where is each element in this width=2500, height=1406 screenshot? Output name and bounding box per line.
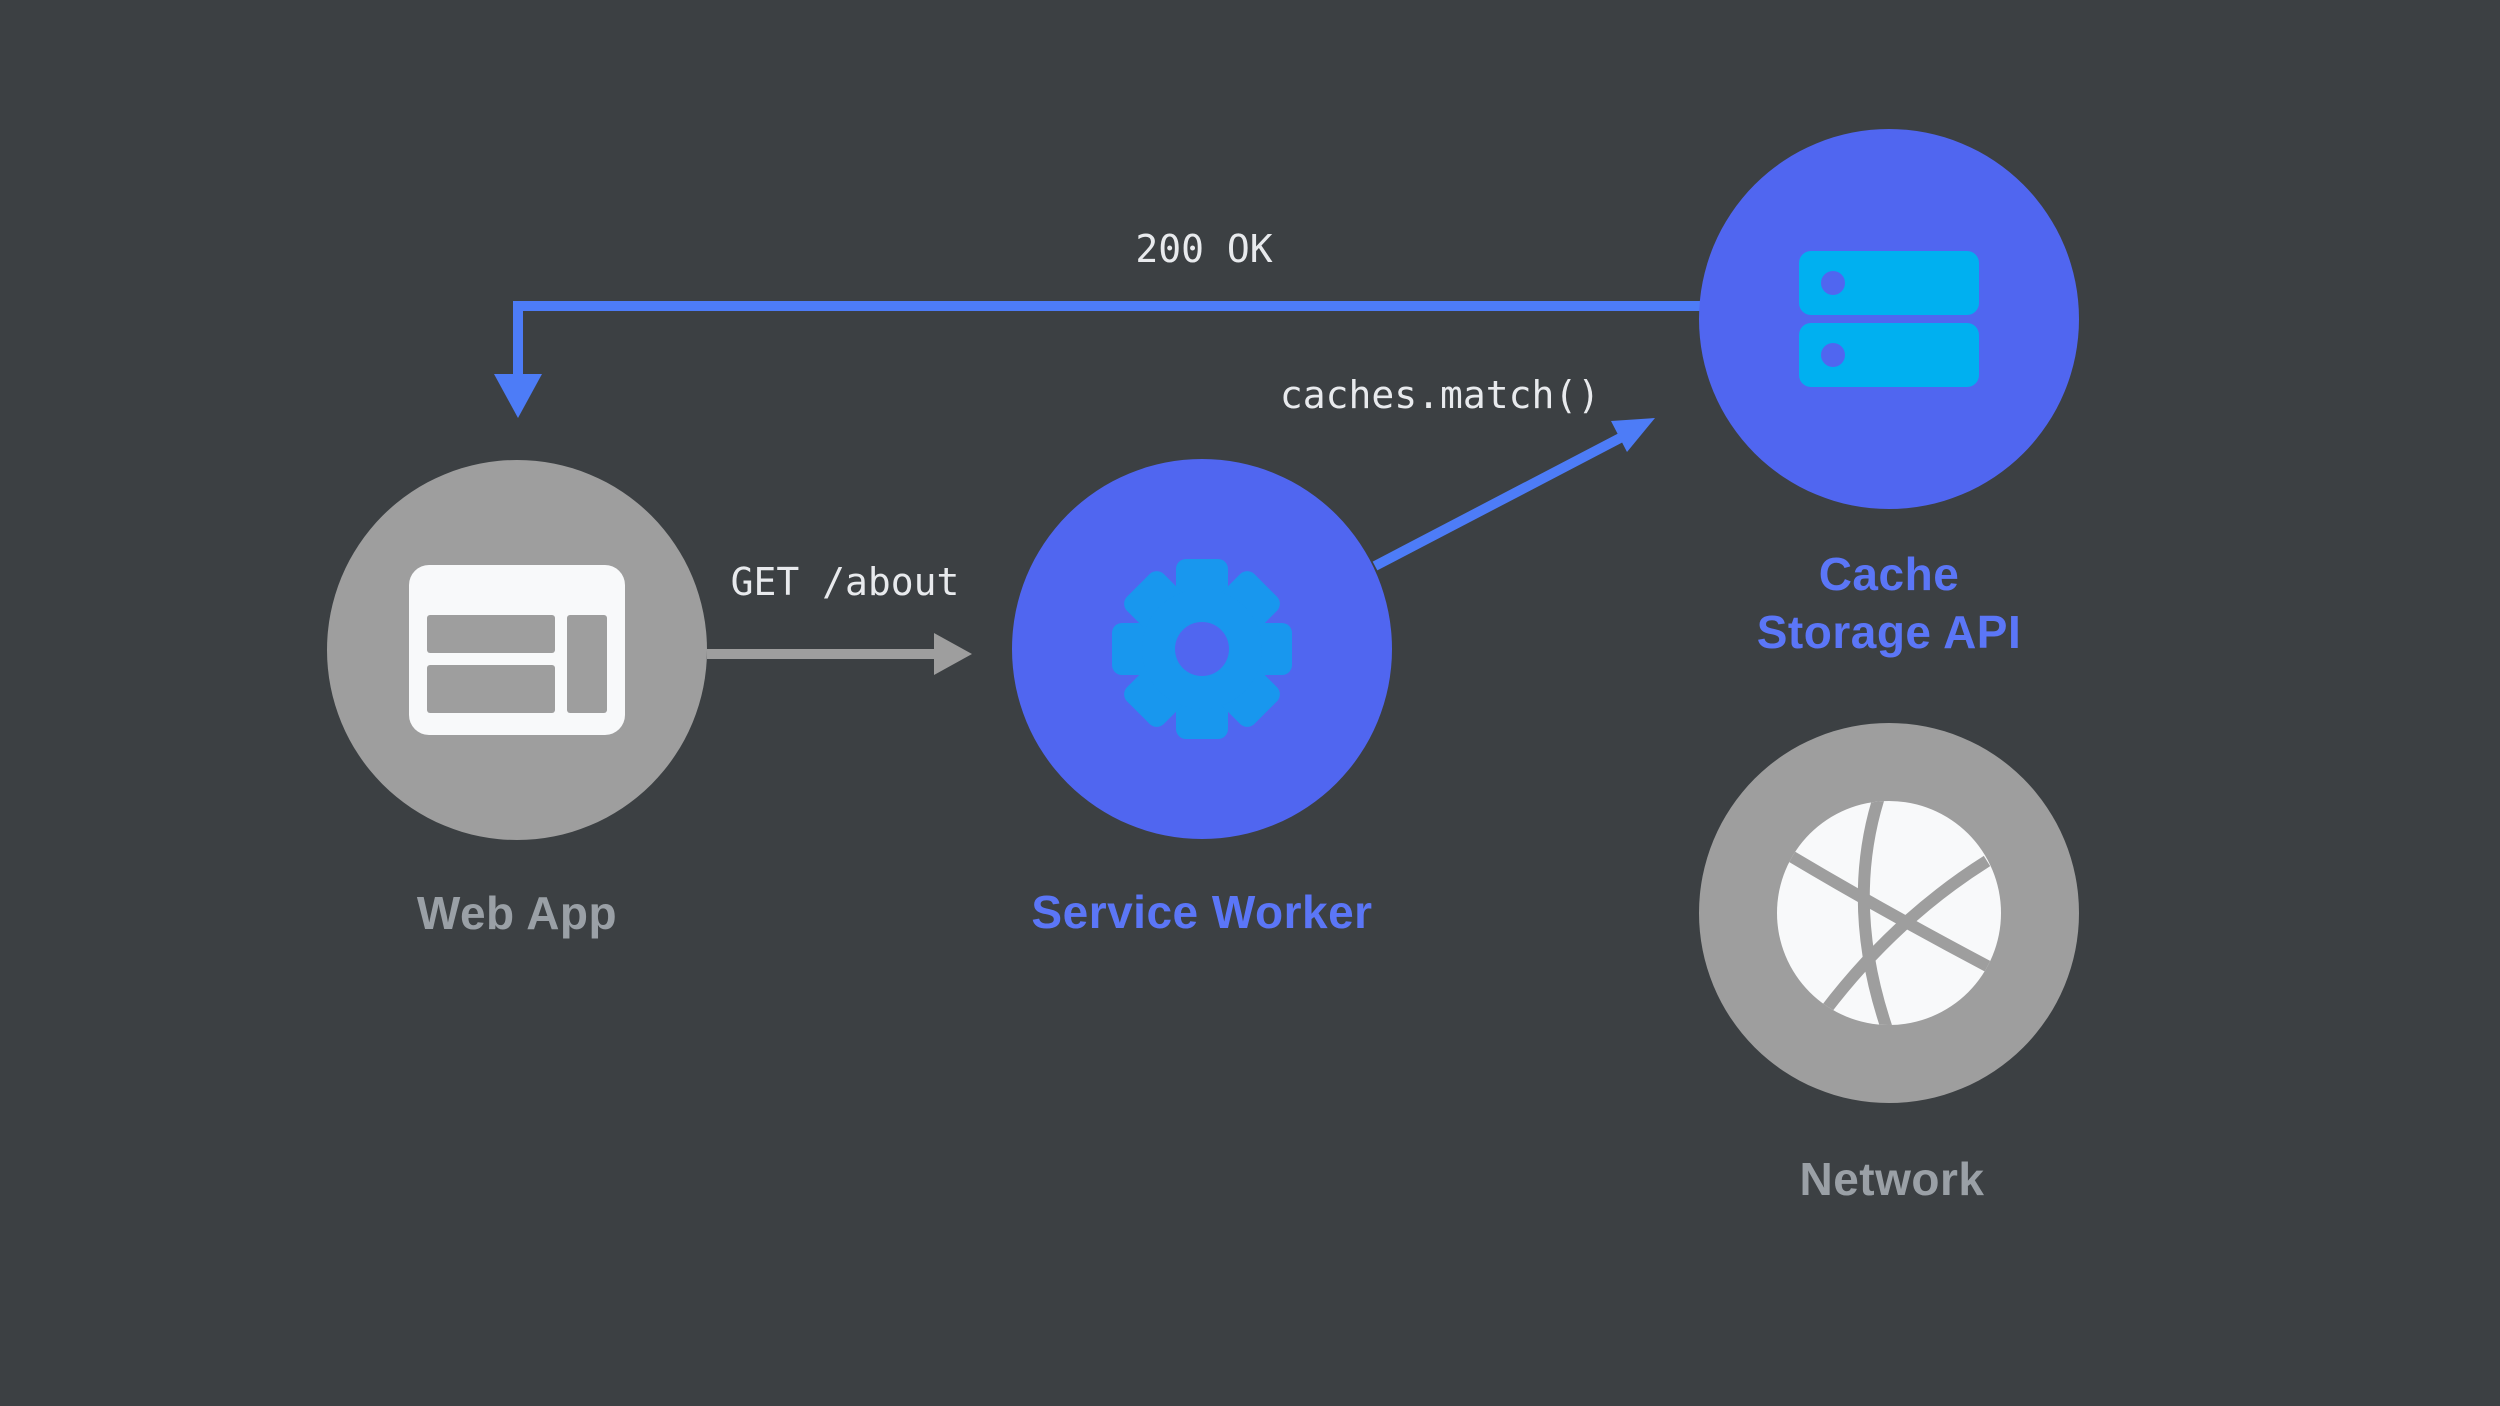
web-app-node [327,460,707,840]
cache-storage-label-line2: Storage API [1756,605,2022,658]
response-label: 200 OK [1135,227,1273,271]
cache-lookup-label: caches.match() [1279,373,1601,417]
cache-storage-icon [1799,251,1979,387]
cache-storage-label-line1: Cache [1818,548,1960,600]
gear-icon [1112,559,1292,739]
cache-lookup-arrow [1372,418,1655,571]
cache-storage-node [1699,129,2079,509]
request-label: GET /about [730,560,960,604]
browser-icon [409,565,625,735]
service-worker-node [1012,459,1392,839]
response-arrow [494,301,1705,418]
network-label: Network [1799,1153,1985,1205]
network-node [1699,723,2079,1103]
cache-storage-label: Cache Storage API [1757,546,2022,662]
request-arrow [707,633,972,675]
globe-icon [1777,801,2001,1025]
service-worker-label: Service Worker [1031,886,1373,938]
web-app-label: Web App [416,887,618,939]
